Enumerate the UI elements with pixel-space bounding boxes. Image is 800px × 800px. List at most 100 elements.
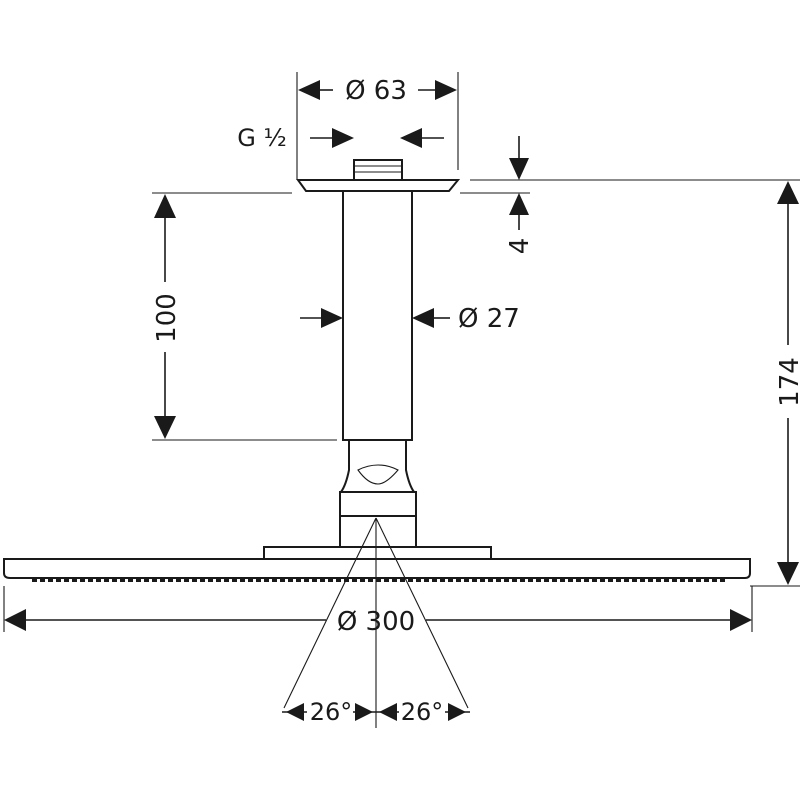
dim-label-total-height: 174: [775, 357, 800, 407]
nozzle: [176, 578, 181, 582]
nozzle: [568, 578, 573, 582]
nozzle: [280, 578, 285, 582]
arrow-head: [154, 194, 176, 218]
nozzle: [584, 578, 589, 582]
nozzle: [264, 578, 269, 582]
nozzle: [416, 578, 421, 582]
nozzle: [656, 578, 661, 582]
nozzle: [112, 578, 117, 582]
nozzle-row: [32, 578, 725, 582]
head-mount-plate: [263, 546, 492, 560]
nozzle: [144, 578, 149, 582]
arrow-head: [332, 128, 354, 148]
nozzle: [512, 578, 517, 582]
joint-nut-upper: [339, 491, 417, 517]
nozzle: [544, 578, 549, 582]
nozzle: [248, 578, 253, 582]
nozzle: [384, 578, 389, 582]
nozzle: [120, 578, 125, 582]
arrow-head: [298, 80, 320, 100]
nozzle: [696, 578, 701, 582]
nozzle: [536, 578, 541, 582]
dim-gap-4: 4: [460, 136, 800, 254]
nozzle: [200, 578, 205, 582]
nozzle: [232, 578, 237, 582]
arrow-head: [509, 193, 529, 215]
nozzle: [184, 578, 189, 582]
nozzle: [680, 578, 685, 582]
nozzle: [392, 578, 397, 582]
nozzle: [80, 578, 85, 582]
ceiling-flange: [296, 179, 461, 192]
spray-angle-lines: [283, 517, 469, 728]
arrow-head: [4, 609, 26, 631]
thread-connector: [353, 159, 403, 181]
arrow-head: [154, 416, 176, 439]
dim-label-thread: G ½: [237, 124, 287, 152]
dim-label-angle-left: 26°: [310, 698, 353, 726]
joint-detail: [357, 464, 399, 485]
nozzle: [608, 578, 613, 582]
dim-label-gap: 4: [505, 238, 535, 255]
dim-label-angle-right: 26°: [401, 698, 444, 726]
nozzle: [408, 578, 413, 582]
nozzle: [600, 578, 605, 582]
nozzle: [472, 578, 477, 582]
nozzle: [32, 578, 37, 582]
nozzle: [528, 578, 533, 582]
nozzle: [48, 578, 53, 582]
nozzle: [432, 578, 437, 582]
nozzle: [624, 578, 629, 582]
nozzle: [464, 578, 469, 582]
arrow-head: [355, 703, 373, 721]
nozzle: [312, 578, 317, 582]
nozzle: [616, 578, 621, 582]
arrow-head: [509, 158, 529, 180]
spray-line-right: [375, 517, 469, 709]
dim-arm-length: 100: [152, 192, 337, 441]
nozzle: [64, 578, 69, 582]
arrow-head: [321, 308, 343, 328]
nozzle: [96, 578, 101, 582]
nozzle: [720, 578, 725, 582]
nozzle: [136, 578, 141, 582]
arrow-head: [777, 181, 799, 204]
arrow-head: [777, 562, 799, 585]
nozzle: [320, 578, 325, 582]
nozzle: [72, 578, 77, 582]
arrow-head: [379, 703, 397, 721]
nozzle: [296, 578, 301, 582]
nozzle: [704, 578, 709, 582]
dim-label-head-diameter: Ø 300: [337, 607, 415, 637]
nozzle: [304, 578, 309, 582]
nozzle: [56, 578, 61, 582]
nozzle: [576, 578, 581, 582]
nozzle: [552, 578, 557, 582]
nozzle: [480, 578, 485, 582]
nozzle: [240, 578, 245, 582]
nozzle: [504, 578, 509, 582]
nozzle: [160, 578, 165, 582]
nozzle: [640, 578, 645, 582]
dim-diameter-63: Ø 63: [296, 72, 459, 180]
nozzle: [88, 578, 93, 582]
shower-arm: [342, 190, 413, 441]
nozzle: [256, 578, 261, 582]
shower-head: [3, 558, 751, 579]
nozzle: [632, 578, 637, 582]
nozzle: [648, 578, 653, 582]
dim-label-diameter-63: Ø 63: [345, 76, 407, 106]
nozzle: [328, 578, 333, 582]
dim-arm-diameter: Ø 27: [300, 304, 520, 334]
nozzle: [560, 578, 565, 582]
nozzle: [488, 578, 493, 582]
nozzle: [664, 578, 669, 582]
arrow-head: [730, 609, 752, 631]
dim-thread: G ½: [237, 124, 444, 152]
shower-assembly: [3, 159, 751, 582]
nozzle: [168, 578, 173, 582]
arrow-head: [286, 703, 304, 721]
nozzle: [496, 578, 501, 582]
